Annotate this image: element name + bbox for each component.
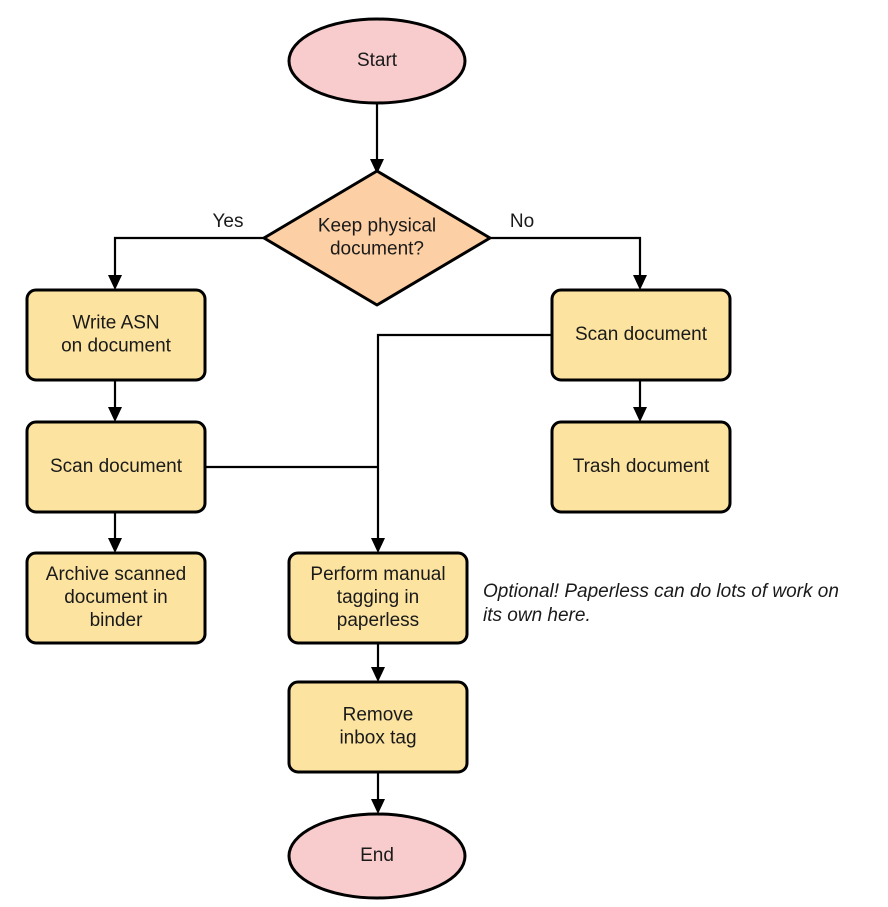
edge-write-asn-to-scan-left (108, 380, 122, 422)
process-box (25, 551, 207, 645)
edge-start-to-decision (370, 103, 384, 174)
edge-decision-yes-to-write-asn: Yes (108, 211, 264, 290)
node-label: Start (357, 50, 398, 71)
edge-arrowhead (370, 159, 384, 174)
node-end[interactable]: End (287, 812, 467, 900)
node-label: End (360, 845, 394, 866)
node-label: Trash document (573, 456, 710, 477)
edge-scan-right-to-trash (633, 380, 647, 422)
decision-diamond (262, 169, 492, 307)
process-box (25, 288, 207, 382)
edge-arrowhead (108, 538, 122, 553)
process-box (550, 288, 732, 382)
node-scan-document-left[interactable]: Scan document (25, 420, 207, 514)
edge-scan-right-to-manual-tagging (371, 333, 552, 553)
edge-arrowhead (108, 275, 122, 290)
edge-arrowhead (371, 538, 385, 553)
edge-arrowhead (108, 407, 122, 422)
edge-remove-inbox-to-end (371, 772, 385, 814)
process-box (25, 420, 207, 514)
edge-line (490, 236, 642, 281)
edge-line (376, 333, 552, 544)
node-label: Scan document (50, 456, 183, 477)
terminator-ellipse (287, 812, 467, 900)
process-box (550, 420, 732, 514)
edge-label-decision-no-to-scan-right: No (510, 211, 534, 232)
node-scan-document-right[interactable]: Scan document (550, 288, 732, 382)
edge-arrowhead (633, 275, 647, 290)
annotations-layer: Optional! Paperless can do lots of work … (483, 581, 839, 626)
process-box (287, 551, 469, 645)
edge-arrowhead (371, 667, 385, 682)
edge-line (113, 236, 264, 281)
annotation-optional-note: Optional! Paperless can do lots of work … (483, 581, 839, 626)
edge-label-decision-yes-to-write-asn: Yes (213, 211, 244, 232)
node-trash-document[interactable]: Trash document (550, 420, 732, 514)
edge-arrowhead (633, 407, 647, 422)
node-start[interactable]: Start (287, 17, 467, 105)
edge-arrowhead (371, 799, 385, 814)
terminator-ellipse (287, 17, 467, 105)
edge-manual-tagging-to-remove-inbox (371, 643, 385, 682)
edge-decision-no-to-scan-right: No (490, 211, 647, 290)
node-label: Scan document (575, 324, 708, 345)
edges-layer: Yes No (108, 103, 647, 814)
process-box (287, 680, 469, 774)
edge-scan-left-to-archive (108, 512, 122, 553)
